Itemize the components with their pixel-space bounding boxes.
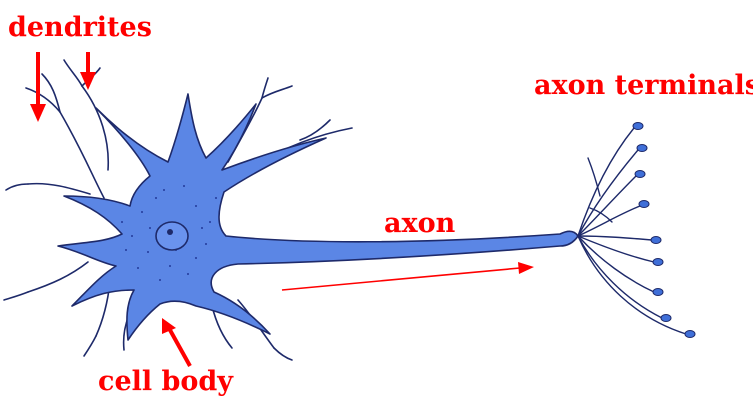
axon-direction-arrow-head [518,262,534,274]
axon-direction-arrow [282,268,520,290]
dendrites-arrow-left-head [30,104,46,122]
nucleolus [167,229,173,235]
nucleus [156,222,188,250]
label-axon-terminals: axon terminals [534,72,753,99]
label-cell-body: cell body [98,368,233,395]
terminal-bulbs [633,123,695,338]
cell-body-arrow [170,330,190,366]
axon-terminal-branches [578,128,686,334]
label-axon: axon [384,210,455,237]
label-dendrites: dendrites [8,14,152,41]
